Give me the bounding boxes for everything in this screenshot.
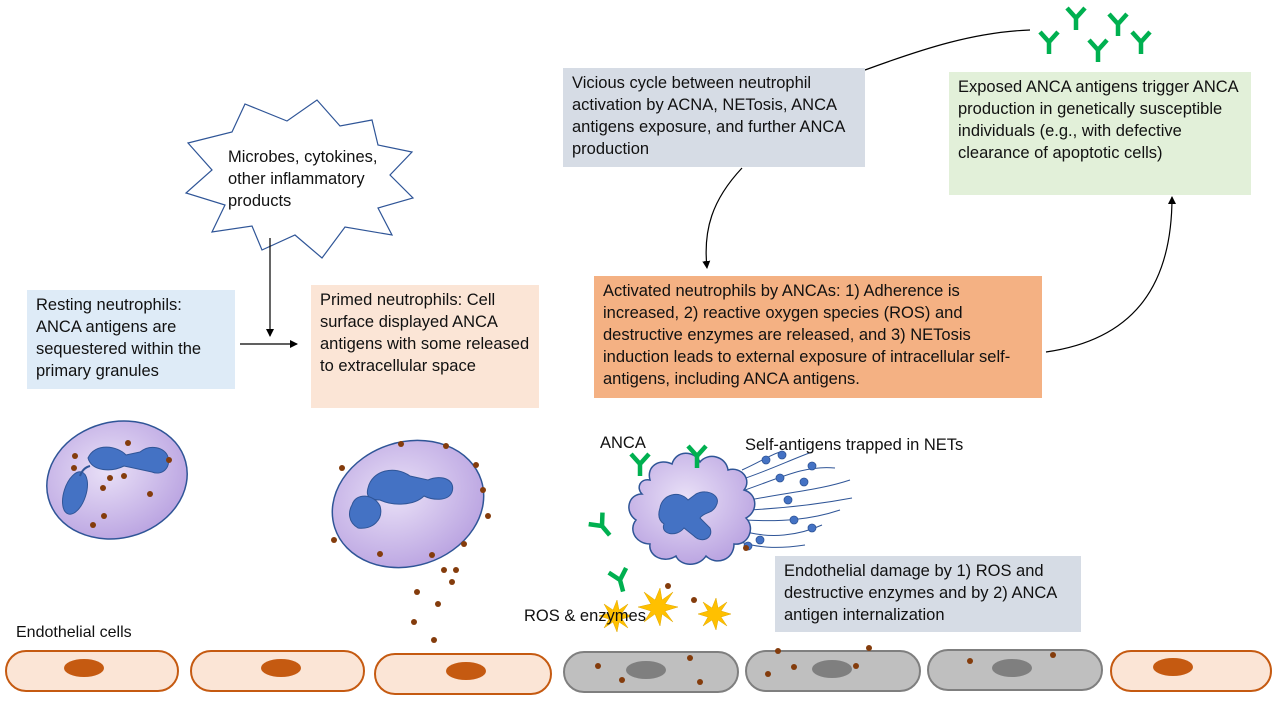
- endothelial-cells-damaged: [563, 645, 1103, 693]
- primed-neutrophils-box: Primed neutrophils: Cell surface display…: [311, 285, 539, 408]
- arrow-antibodies-to-vicious: [864, 29, 1031, 71]
- self-antigen-dots: [743, 450, 817, 551]
- primed-neutrophil: [331, 439, 491, 643]
- microbes-starburst: [184, 99, 415, 259]
- resting-neutrophil: [46, 420, 188, 540]
- endothelial-damage-box: Endothelial damage by 1) ROS and destruc…: [775, 556, 1081, 632]
- activated-neutrophil: [628, 452, 756, 565]
- self-antigens-label: Self-antigens trapped in NETs: [745, 436, 964, 454]
- vicious-cycle-box: Vicious cycle between neutrophil activat…: [563, 68, 865, 167]
- ros-bursts: [598, 587, 732, 633]
- endothelial-cells-healthy: [5, 650, 1272, 695]
- anca-antibodies-top: [1040, 8, 1150, 62]
- endothelial-cells-label: Endothelial cells: [16, 624, 132, 641]
- activated-neutrophils-box: Activated neutrophils by ANCAs: 1) Adher…: [594, 276, 1042, 398]
- exposed-antigens-box: Exposed ANCA antigens trigger ANCA produ…: [949, 72, 1251, 195]
- arrow-vicious-to-activated: [702, 167, 743, 269]
- arrow-activated-to-exposed: [1045, 196, 1176, 353]
- anca-label: ANCA: [600, 434, 646, 452]
- ros-enzymes-label: ROS & enzymes: [524, 607, 646, 625]
- microbes-label: Microbes, cytokines, other inflammatory …: [228, 148, 378, 210]
- resting-neutrophils-box: Resting neutrophils: ANCA antigens are s…: [27, 290, 235, 389]
- released-granules: [665, 545, 749, 603]
